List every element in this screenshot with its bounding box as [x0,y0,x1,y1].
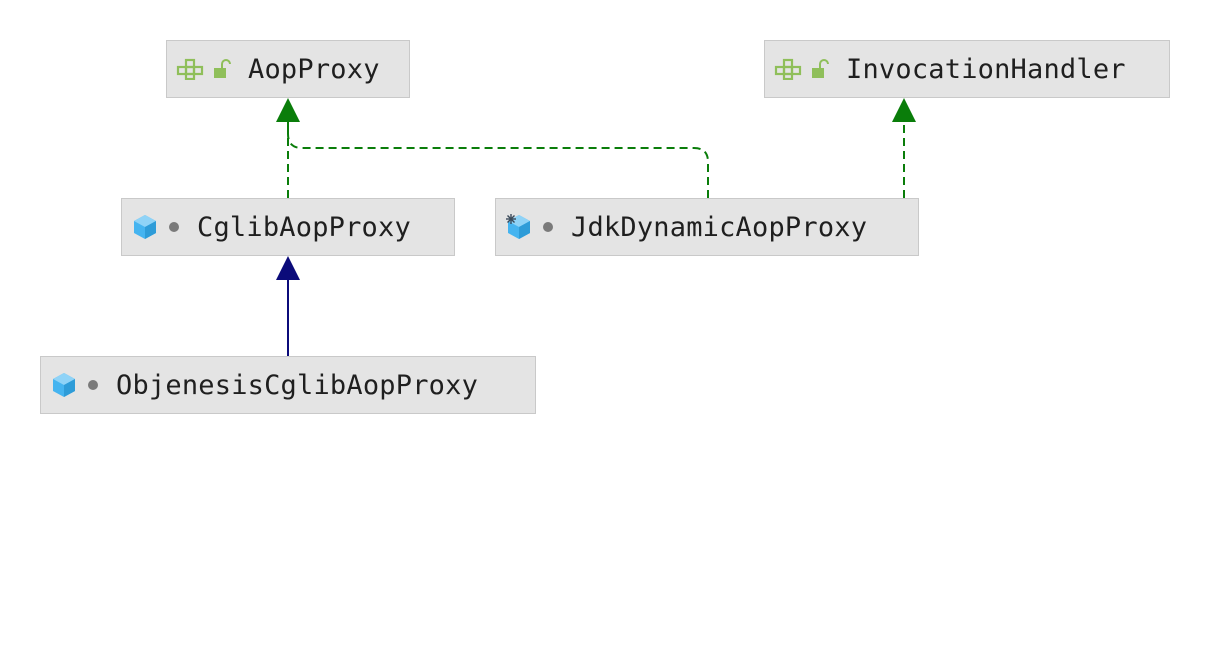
public-lock-icon [212,58,232,80]
node-label: ObjenesisCglibAopProxy [116,369,479,401]
interface-icon [176,58,206,80]
final-class-cube-icon [505,213,533,241]
node-label: CglibAopProxy [197,211,411,243]
node-cglibaopproxy[interactable]: CglibAopProxy [121,198,455,256]
edge-jdkdynamicaopproxy-implements-invocationhandler [892,98,916,198]
node-aopproxy[interactable]: AopProxy [166,40,410,98]
edge-cglibaopproxy-implements-aopproxy [276,98,300,198]
node-label: JdkDynamicAopProxy [571,211,868,243]
class-cube-icon [131,213,159,241]
edge-jdkdynamicaopproxy-implements-aopproxy [287,122,709,198]
package-dot-icon [88,380,98,390]
edge-objenesiscglibaopproxy-extends-cglibaopproxy [276,256,300,356]
public-lock-icon [810,58,830,80]
package-dot-icon [169,222,179,232]
class-cube-icon [50,371,78,399]
node-invocationhandler[interactable]: InvocationHandler [764,40,1170,98]
node-label: InvocationHandler [846,53,1126,85]
package-dot-icon [543,222,553,232]
node-label: AopProxy [248,53,380,85]
node-jdkdynamicaopproxy[interactable]: JdkDynamicAopProxy [495,198,919,256]
interface-icon [774,58,804,80]
node-objenesiscglibaopproxy[interactable]: ObjenesisCglibAopProxy [40,356,536,414]
